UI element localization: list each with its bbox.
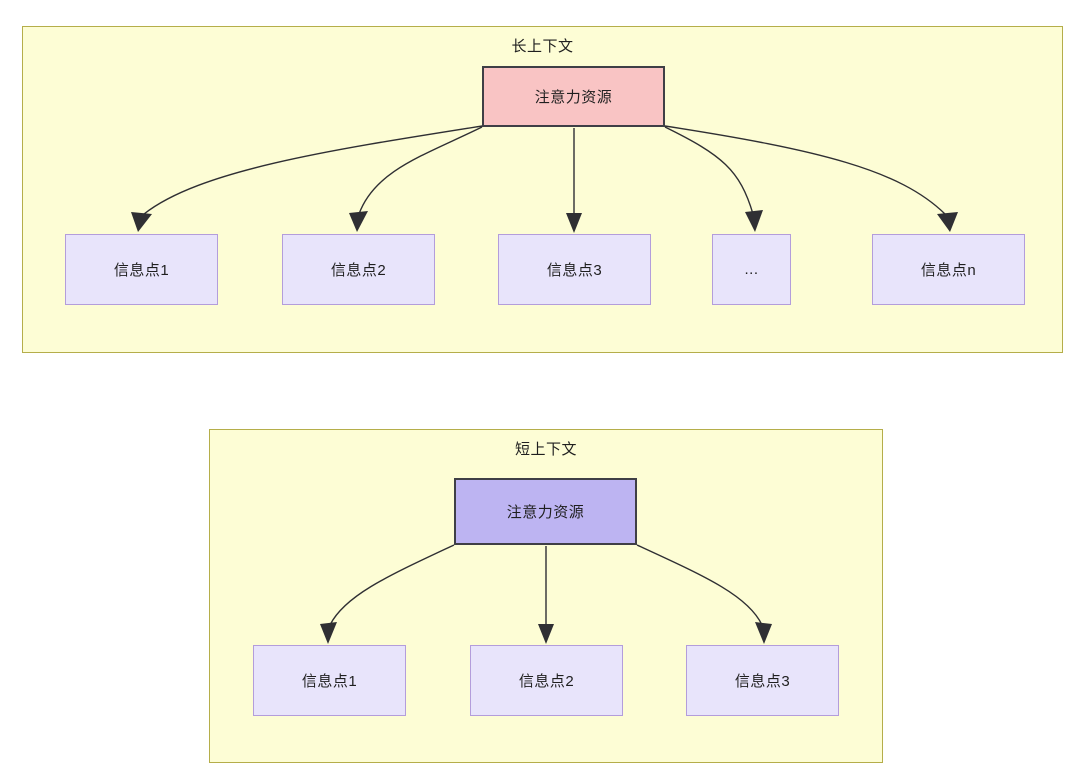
node-info-point-s1[interactable]: 信息点1: [253, 645, 406, 716]
node-info-point-n[interactable]: 信息点n: [872, 234, 1025, 305]
panel-title-short-context: 短上下文: [514, 441, 577, 458]
node-info-point-2[interactable]: 信息点2: [282, 234, 435, 305]
node-info-point-s3[interactable]: 信息点3: [686, 645, 839, 716]
panel-title-long-context: 长上下文: [511, 38, 574, 55]
node-info-point-3[interactable]: 信息点3: [498, 234, 651, 305]
node-attention-resource-short[interactable]: 注意力资源: [454, 478, 637, 545]
node-info-point-s2[interactable]: 信息点2: [470, 645, 623, 716]
node-attention-resource-long[interactable]: 注意力资源: [482, 66, 665, 127]
node-info-point-1[interactable]: 信息点1: [65, 234, 218, 305]
node-info-point-ellipsis[interactable]: ...: [712, 234, 791, 305]
